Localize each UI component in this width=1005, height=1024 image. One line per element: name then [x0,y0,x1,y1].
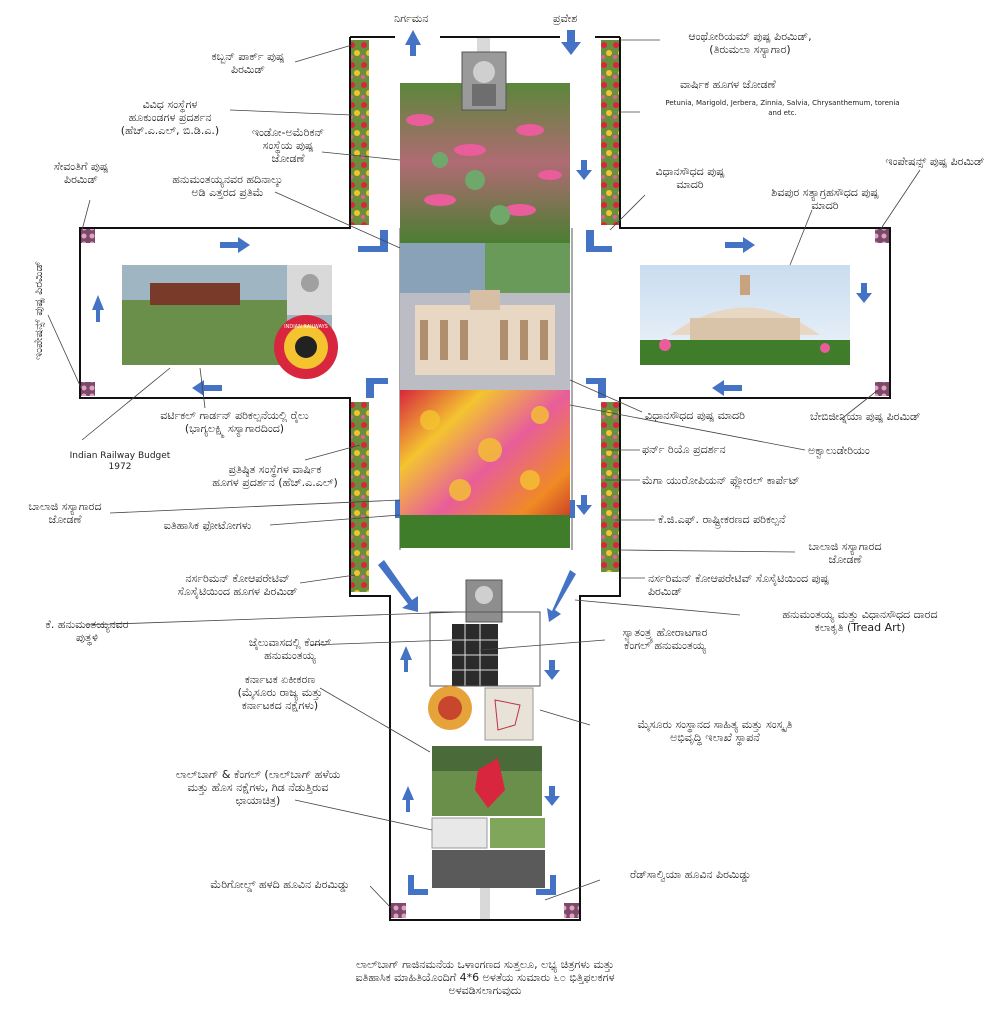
jail-photo [452,624,498,686]
label-freedom-fighter: ಸ್ವಾತಂತ್ರ್ಯ ಹೋರಾಟಗಾರ ಕೆಂಗಲ್ ಹನುಮಂತಯ್ಯ [622,626,708,652]
label-fern-display: ಫರ್ನ್ ರಿಯೊ ಪ್ರದರ್ಶನ [642,443,726,456]
satyagraha-soudha-photo [640,265,850,365]
label-karnataka-unification: ಕರ್ನಾಟಕ ಏಕೀಕರಣ (ಮೈಸೂರು ರಾಜ್ಯ ಮತ್ತು ಕರ್ನಾ… [237,673,323,712]
flowerbed-photo [400,83,570,243]
label-mysore-heritage: ಮೈಸೂರು ಸಂಸ್ಥಾನದ ಸಾಹಿತ್ಯ ಮತ್ತು ಸಂಸ್ಕೃತಿ ಅ… [637,718,793,744]
label-k-hanumanthaiah-bust: ಕೆ. ಹನುಮಂತಯ್ಯನವರ ಪುತ್ಥಳಿ [45,618,129,644]
label-railway-budget: Indian Railway Budget 1972 [69,451,171,472]
label-impatiens-pyramid: ಇಂಪೇಷನ್ಸ್ ಪುಷ್ಪ ಪಿರಮಿಡ್ [885,155,985,168]
label-marigold-pyramid: ಮೆರಿಗೋಲ್ಡ್ ಹಳದಿ ಹೂವಿನ ಪಿರಮಿಡ್ಡು [210,878,350,891]
panel-frame [429,611,541,687]
label-annual-flowers: ವಾರ್ಷಿಕ ಹೂಗಳ ಜೋಡಣೆ [680,78,776,91]
label-tread-art: ಹನುಮಂತಯ್ಯ ಮತ್ತು ವಿಧಾನಸೌಧದ ದಾರದ ಕಲಾಕೃತಿ (… [782,608,938,634]
flower-strip-left-top [351,40,369,225]
glasshouse-map-photo [432,746,542,816]
label-balaji-right: ಬಾಲಾಜಿ ಸಸ್ಯಾಗಾರದ ಜೋಡಣೆ [808,540,882,566]
flower-strip-right-top [601,40,619,225]
label-reputed-institutions: ಪ್ರತಿಷ್ಠಿತ ಸಂಸ್ಥೆಗಳ ವಾರ್ಷಿಕ ಹೂಗಳ ಪ್ರದರ್ಶ… [212,463,338,489]
pyramid-corner [391,903,406,918]
label-red-salvia-pyramid: ರೆಡ್‌ಸಾಲ್ವಿಯಾ ಹೂವಿನ ಪಿರಮಿಡ್ಡು [630,868,752,881]
railway-logo [274,315,338,379]
label-narasimhan-left: ನರ್ಸರಿಮನ್ ಕೋಆಪರೇಟಿವ್ ಸೊಸೈಟಿಯಿಂದ ಹೂಗಳ ಪಿರ… [177,572,298,598]
label-mega-carpet: ಮೆಗಾ ಯುರೋಪಿಯನ್ ಫ್ಲೋರಲ್ ಕಾರ್ಪೆಟ್ [642,474,800,487]
label-annual-flowers-list: Petunia, Marigold, Jerbera, Zinnia, Salv… [665,99,900,117]
vidhana-soudha-photo [400,243,570,390]
entry-label: ಪ್ರವೇಶ [553,12,578,25]
footer-note: ಲಾಲ್‌ಬಾಗ್ ಗಾಜಿನಮನೆಯ ಒಳಾಂಗಣದ ಸುತ್ತಲೂ, ಲಭ್… [355,958,615,997]
label-anthurium-pyramid: ಆಂಥೋರಿಯಮ್ ಪುಷ್ಪ ಪಿರಮಿಡ್, (ತಿರುಮಲಾ ಸಸ್ಯಾಗ… [688,30,812,56]
label-vidhana-model-top: ವಿಧಾನಸೌಧದ ಪುಷ್ಪ ಮಾದರಿ [655,165,725,191]
floral-carpet-photo [400,390,570,548]
label-shivapura-model: ಶಿವಪುರ ಸತ್ಯಾಗ್ರಹಸೌಧದ ಪುಷ್ಪ ಮಾದರಿ [771,186,879,212]
label-vidhana-model-mid: ವಿಧಾನಸೌಧದ ಪುಷ್ಪ ಮಾದರಿ [645,409,745,422]
railway-logo-text: INDIAN RAILWAYS [284,324,328,330]
exit-label: ನಿರ್ಗಮನ [394,12,429,25]
lalbagh-maps-photo [431,817,545,888]
flow-arrows [92,30,872,895]
label-vertical-garden: ವರ್ಟಿಕಲ್ ಗಾರ್ಡನ್ ಪರಿಕಲ್ಪನೆಯಲ್ಲಿ ರೈಲು (ಭಾ… [160,409,309,435]
pyramid-corner [875,229,889,243]
label-institutions-display: ವಿವಿಧ ಸಂಸ್ಥೆಗಳ ಹೂಕುಂಡಗಳ ಪ್ರದರ್ಶನ (ಹೆಚ್.ಎ… [120,98,220,137]
label-jail-kengal: ಜೈಲುವಾಸದಲ್ಲಿ ಕೆಂಗಲ್ ಹನುಮಂತಯ್ಯ [248,636,332,662]
label-vertical-pyramid: ಇಂಪೇಷನ್ಸ್ ಪುಷ್ಪ ಪಿರಮಿಡ್ [32,260,45,360]
label-begonia-pyramid: ಬೇಬಿಜೀನ್ನಿಯಾ ಪುಷ್ಪ ಪಿರಮಿಡ್ [810,410,921,423]
flower-strip-left-mid [351,402,369,592]
aisle-bottom [480,880,490,920]
label-hanumanthaiah-statue: ಹನುಮಂತಯ್ಯನವರ ಹದಿನಾಲ್ಕು ಅಡಿ ಎತ್ತರದ ಪ್ರತಿಮ… [172,173,283,199]
label-kgf-concept: ಕೆ.ಜಿ.ಎಫ್. ರಾಷ್ಟ್ರೀಕರಣದ ಪರಿಕಲ್ಪನೆ [658,513,786,526]
pyramid-corner [81,382,95,396]
karnataka-map-photo [428,686,534,741]
label-cubbon-pyramid: ಕಬ್ಬನ್ ಪಾರ್ಕ್ ಪುಷ್ಪ ಪಿರಮಿಡ್ [211,50,285,76]
pyramid-corner [81,229,95,243]
label-lalbagh-kengal: ಲಾಲ್‌ಬಾಗ್ & ಕೆಂಗಲ್ (ಲಾಲ್‌ಬಾಗ್ ಹಳೆಯ ಮತ್ತು… [175,768,341,807]
label-aquarium: ಅಕ್ವಾಲುಡೇರಿಯಂ [808,444,870,457]
label-balaji-left: ಬಾಲಾಜಿ ಸಸ್ಯಾಗಾರದ ಜೋಡಣೆ [28,500,102,526]
pyramid-corner [875,382,889,396]
label-indo-american: ಇಂಡೋ-ಅಮೆರಿಕನ್ ಸಂಸ್ಥೆಯ ಪುಷ್ಪ ಜೋಡಣೆ [251,126,325,165]
label-historic-photos: ಐತಿಹಾಸಿಕ ಫೋಟೋಗಳು [163,519,252,532]
label-narasimhan-right: ನರ್ಸರಿಮನ್ ಕೋಆಪರೇಟಿವ್ ಸೊಸೈಟಿಯಿಂದ ಪುಷ್ಪ ಪಿ… [648,572,829,598]
pyramid-corner [564,903,579,918]
flower-strip-right-mid [601,402,619,572]
leader-lines [47,39,921,911]
label-sevanthi-pyramid: ಸೇವಂತಿಗೆ ಪುಷ್ಪ ಪಿರಮಿಡ್ [53,160,109,186]
